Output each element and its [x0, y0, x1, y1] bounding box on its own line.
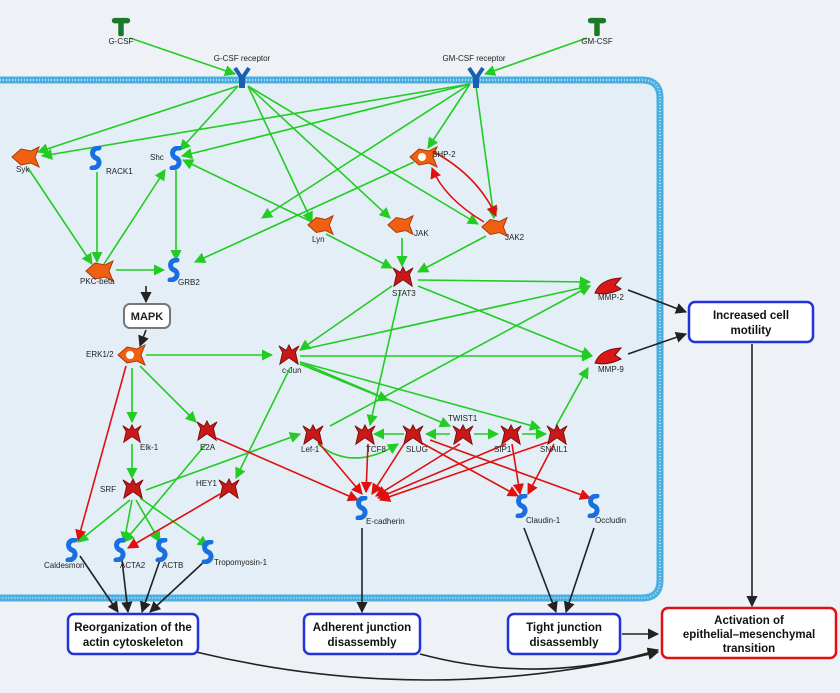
svg-text:G-CSF receptor: G-CSF receptor — [214, 54, 271, 63]
svg-text:Increased cell: Increased cell — [713, 310, 789, 322]
svg-text:Reorganization of the: Reorganization of the — [74, 622, 192, 634]
svg-text:Lef-1: Lef-1 — [301, 445, 320, 454]
svg-text:GM-CSF receptor: GM-CSF receptor — [442, 54, 505, 63]
svg-text:actin cytoskeleton: actin cytoskeleton — [83, 637, 183, 649]
outcome-emt-activation: Activation of epithelial–mesenchymal tra… — [660, 606, 838, 660]
svg-text:ACTA2: ACTA2 — [120, 561, 146, 570]
node-sip1: SIP1 — [494, 424, 522, 454]
svg-text:MMP-2: MMP-2 — [598, 293, 624, 302]
node-occludin: Occludin — [590, 496, 626, 525]
outcome-adherent-junction: Adherent junction disassembly — [302, 612, 422, 656]
svg-text:ACTB: ACTB — [162, 561, 183, 570]
svg-text:SHP-2: SHP-2 — [432, 150, 456, 159]
svg-text:PKC-beta: PKC-beta — [80, 277, 115, 286]
svg-text:SNAIL1: SNAIL1 — [540, 445, 568, 454]
svg-text:Occludin: Occludin — [595, 516, 626, 525]
node-claudin1: Claudin-1 — [518, 496, 561, 525]
svg-text:Tight junction: Tight junction — [526, 622, 602, 634]
node-tropomyosin1: Tropomyosin-1 — [204, 542, 268, 567]
outcome-actin-reorganization: Reorganization of the actin cytoskeleton — [66, 612, 200, 656]
svg-text:STAT3: STAT3 — [392, 289, 416, 298]
svg-text:JAK: JAK — [414, 229, 429, 238]
gcsf-ligand: G-CSF — [109, 17, 134, 46]
svg-text:Tropomyosin-1: Tropomyosin-1 — [214, 558, 268, 567]
node-pkc-beta: PKC-beta — [80, 260, 115, 286]
gmcsf-receptor: GM-CSF receptor — [442, 54, 506, 88]
outcome-increased-motility: Increased cell motility — [687, 300, 815, 344]
node-syk: Syk — [11, 146, 40, 174]
node-grb2: GRB2 — [170, 260, 200, 287]
svg-text:Shc: Shc — [150, 153, 164, 162]
node-e2a: E2A — [196, 420, 218, 452]
svg-text:E-cadherin: E-cadherin — [366, 517, 405, 526]
node-lef1: Lef-1 — [301, 424, 324, 454]
svg-text:G-CSF: G-CSF — [109, 37, 134, 46]
svg-text:MAPK: MAPK — [131, 311, 163, 323]
outcome-tight-junction: Tight junction disassembly — [506, 612, 622, 656]
node-tcf8: TCF8 — [354, 424, 387, 454]
svg-text:JAK2: JAK2 — [505, 233, 525, 242]
flow-edges — [79, 286, 758, 681]
svg-text:Adherent junction: Adherent junction — [313, 622, 411, 634]
svg-text:Claudin-1: Claudin-1 — [526, 516, 561, 525]
gcsf-receptor: G-CSF receptor — [214, 54, 271, 88]
svg-text:ERK1/2: ERK1/2 — [86, 350, 114, 359]
node-lyn: Lyn — [307, 215, 334, 244]
node-acta2: ACTA2 — [116, 540, 146, 570]
svg-text:Lyn: Lyn — [312, 235, 325, 244]
svg-text:Syk: Syk — [16, 165, 30, 174]
node-mmp2: MMP-2 — [594, 277, 624, 302]
node-mmp9: MMP-9 — [594, 347, 624, 374]
node-erk12: ERK1/2 — [86, 344, 146, 366]
node-jak: JAK — [387, 215, 429, 238]
node-jak2: JAK2 — [481, 217, 525, 242]
node-shp2: SHP-2 — [409, 146, 456, 168]
node-hey1: HEY1 — [196, 478, 240, 499]
svg-text:Caldesmon: Caldesmon — [44, 561, 84, 570]
node-rack1: RACK1 — [92, 148, 133, 176]
svg-text:transition: transition — [723, 643, 775, 655]
svg-text:SLUG: SLUG — [406, 445, 428, 454]
node-shc: Shc — [150, 148, 179, 168]
inhibition-edges — [75, 151, 592, 549]
svg-text:RACK1: RACK1 — [106, 167, 133, 176]
svg-text:HEY1: HEY1 — [196, 479, 217, 488]
gmcsf-ligand: GM-CSF — [581, 17, 613, 46]
svg-text:TWIST1: TWIST1 — [448, 414, 478, 423]
node-actb: ACTB — [158, 540, 183, 570]
activation-edges — [27, 37, 594, 547]
svg-text:disassembly: disassembly — [327, 637, 397, 649]
svg-text:epithelial–mesenchymal: epithelial–mesenchymal — [683, 629, 815, 641]
node-ecadherin: E-cadherin — [358, 498, 405, 526]
svg-text:c-Jun: c-Jun — [282, 366, 302, 375]
node-caldesmon: Caldesmon — [44, 540, 84, 570]
cell-membrane-texture — [0, 79, 661, 599]
node-stat3: STAT3 — [392, 266, 416, 298]
svg-text:GM-CSF: GM-CSF — [581, 37, 613, 46]
svg-text:MMP-9: MMP-9 — [598, 365, 624, 374]
node-snail1: SNAIL1 — [540, 424, 568, 454]
node-elk1: Elk-1 — [122, 424, 159, 452]
node-twist1: TWIST1 — [448, 414, 478, 445]
node-slug: SLUG — [402, 424, 428, 454]
svg-text:GRB2: GRB2 — [178, 278, 200, 287]
svg-text:TCF8: TCF8 — [366, 445, 387, 454]
mapk-box: MAPK — [123, 303, 171, 329]
svg-text:motility: motility — [731, 325, 772, 337]
svg-text:SRF: SRF — [100, 485, 116, 494]
node-cjun: c-Jun — [278, 344, 302, 375]
svg-text:SIP1: SIP1 — [494, 445, 512, 454]
svg-text:Elk-1: Elk-1 — [140, 443, 159, 452]
svg-text:E2A: E2A — [200, 443, 216, 452]
node-srf: SRF — [100, 478, 144, 499]
svg-text:Activation of: Activation of — [714, 615, 784, 627]
svg-text:disassembly: disassembly — [529, 637, 599, 649]
